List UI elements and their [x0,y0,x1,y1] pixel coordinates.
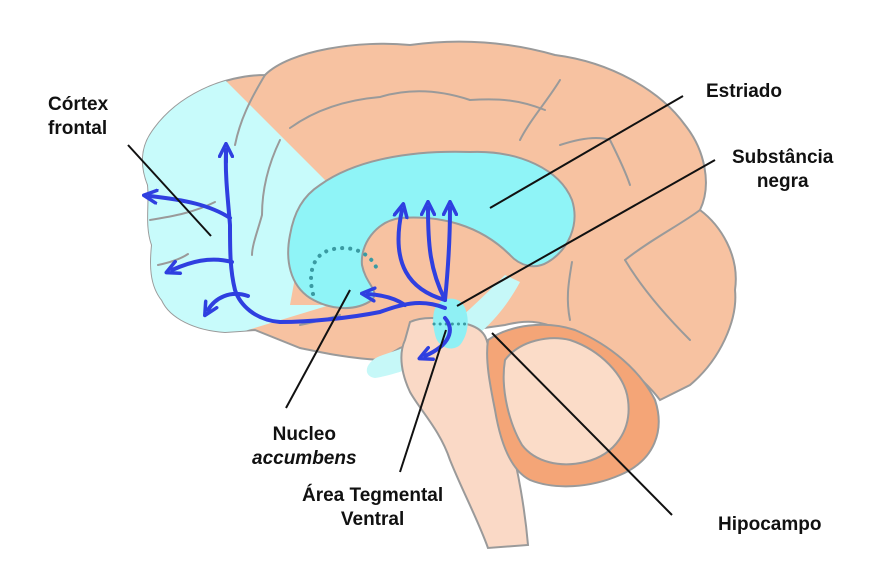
label-nucleo-accumbens: Nucleo accumbens [252,423,357,471]
cerebellum-inner [502,337,630,466]
label-cortex-frontal: Córtex frontal [48,93,108,141]
striatum [287,150,576,310]
label-nucleo-accumbens-line2: accumbens [252,448,357,469]
label-substancia-negra-line1: Substância [732,147,834,168]
label-cortex-frontal-line1: Córtex [48,94,109,115]
label-substancia-negra: Substância negra [732,146,833,194]
label-hipocampo-line1: Hipocampo [718,514,822,535]
leader-cortex-frontal [127,144,212,237]
label-estriado: Estriado [706,80,782,104]
brainstem [400,317,530,550]
label-area-tegmental-line1: Área Tegmental [302,485,444,506]
nucleus-accumbens-outline [309,246,380,296]
leader-nucleo-accumbens [285,289,351,409]
dopamine-pathways [150,150,450,356]
leader-estriado [489,95,684,209]
sulci [149,74,701,341]
label-area-tegmental-ventral: Área Tegmental Ventral [302,484,443,532]
leader-substancia-negra [456,159,716,307]
label-area-tegmental-line2: Ventral [340,509,405,530]
leader-hipocampo [491,332,673,516]
leader-area-tegmental [399,329,447,473]
label-substancia-negra-line2: negra [756,171,809,192]
leader-lines [127,95,716,516]
label-nucleo-accumbens-line1: Nucleo [272,424,336,445]
label-cortex-frontal-line2: frontal [48,118,108,139]
label-estriado-line1: Estriado [706,81,783,102]
frontal-cortex-region [142,60,330,340]
label-hipocampo: Hipocampo [718,513,821,537]
